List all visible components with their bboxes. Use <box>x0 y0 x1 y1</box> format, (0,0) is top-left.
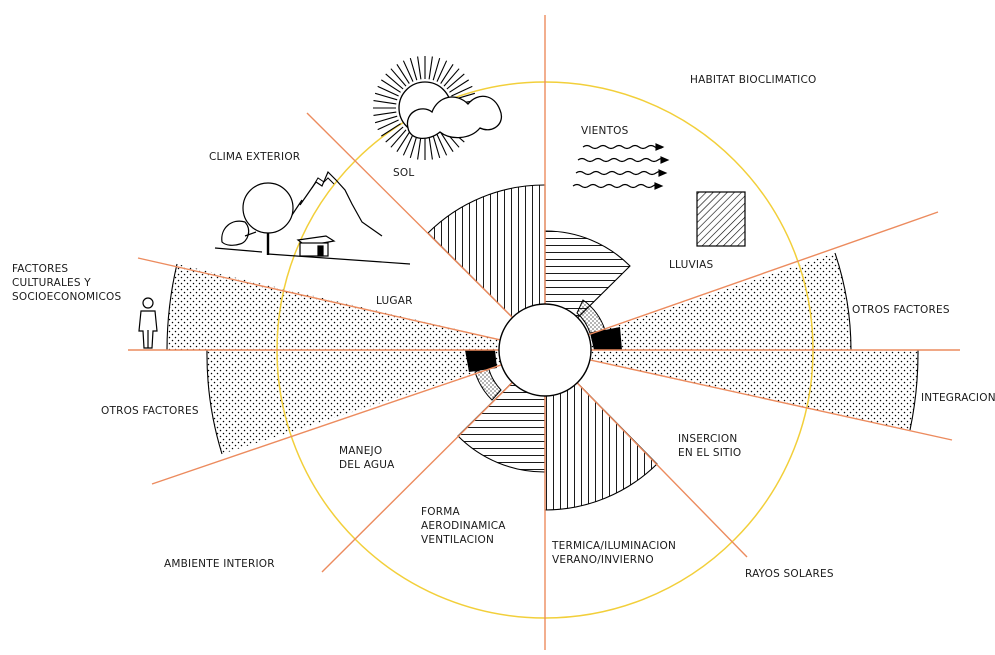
label-habitat: HABITAT BIOCLIMATICO <box>690 74 816 86</box>
sun-ray <box>374 101 397 104</box>
label-insercion-1: INSERCION <box>678 433 737 445</box>
person-icon <box>139 298 157 348</box>
center-circle <box>499 304 591 396</box>
sun-ray <box>397 64 409 83</box>
label-forma-3: VENTILACION <box>421 534 494 546</box>
label-termica-1: TERMICA/ILUMINACION <box>551 540 676 552</box>
sun-ray <box>418 137 421 160</box>
label-manejo-1: MANEJO <box>339 445 382 457</box>
rain-hatch-icon <box>697 192 745 246</box>
label-insercion-2: EN EL SITIO <box>678 447 741 459</box>
sun-ray <box>429 57 432 80</box>
sun-ray <box>391 130 406 147</box>
sun-ray <box>381 124 400 136</box>
label-rayos-solares: RAYOS SOLARES <box>745 568 834 580</box>
label-otros-factores-right: OTROS FACTORES <box>852 304 950 316</box>
label-clima-exterior: CLIMA EXTERIOR <box>209 151 300 163</box>
label-termica-2: VERANO/INVIERNO <box>552 554 654 566</box>
sun-ray <box>386 127 403 142</box>
sun-ray <box>429 137 432 160</box>
tree-icon <box>222 183 293 255</box>
sun-ray <box>386 74 403 89</box>
sun-ray <box>447 74 464 89</box>
label-factores-2: CULTURALES Y <box>12 277 91 289</box>
label-manejo-2: DEL AGUA <box>339 459 395 471</box>
label-vientos: VIENTOS <box>581 125 629 137</box>
label-ambiente-interior: AMBIENTE INTERIOR <box>164 558 275 570</box>
sun-ray <box>397 132 409 151</box>
label-lugar: LUGAR <box>376 295 413 307</box>
label-integracion: INTEGRACION <box>921 392 995 404</box>
sun-ray <box>391 69 406 86</box>
label-factores-3: SOCIOECONOMICOS <box>12 291 122 303</box>
sun-ray <box>444 69 459 86</box>
sun-ray <box>418 57 421 80</box>
sun-ray <box>449 80 468 92</box>
label-forma-1: FORMA <box>421 506 460 518</box>
label-lluvias: LLUVIAS <box>669 259 714 271</box>
sun-ray <box>374 112 397 115</box>
wind-arrows-icon <box>573 144 668 189</box>
label-factores-1: FACTORES <box>12 263 68 275</box>
label-otros-factores-left: OTROS FACTORES <box>101 405 199 417</box>
label-forma-2: AERODINAMICA <box>421 520 506 532</box>
sun-ray <box>441 64 453 83</box>
house-icon <box>298 236 334 256</box>
ring-dotted-left <box>475 366 501 400</box>
mountain-icon <box>300 172 382 236</box>
label-sol: SOL <box>393 167 414 179</box>
sun-ray <box>381 80 400 92</box>
